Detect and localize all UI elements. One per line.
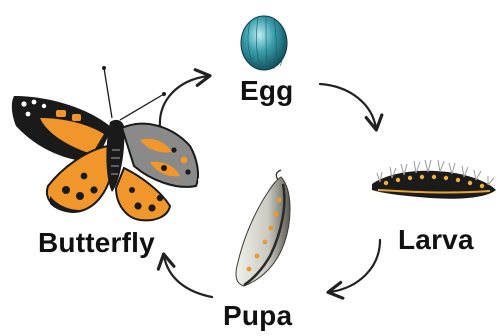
arrow-egg-to-larva xyxy=(320,84,376,128)
arrow-larva-to-pupa xyxy=(330,240,380,292)
butterfly-illustration xyxy=(12,66,202,220)
arrow-butterfly-to-egg xyxy=(160,76,208,128)
stage-label-egg: Egg xyxy=(240,77,293,105)
egg-illustration xyxy=(241,16,287,70)
arrow-pupa-to-butterfly xyxy=(164,256,212,297)
stage-label-pupa: Pupa xyxy=(223,302,292,330)
stage-label-butterfly: Butterfly xyxy=(38,229,155,257)
stage-label-larva: Larva xyxy=(398,226,474,254)
larva-illustration xyxy=(372,160,496,199)
pupa-illustration xyxy=(236,170,290,286)
